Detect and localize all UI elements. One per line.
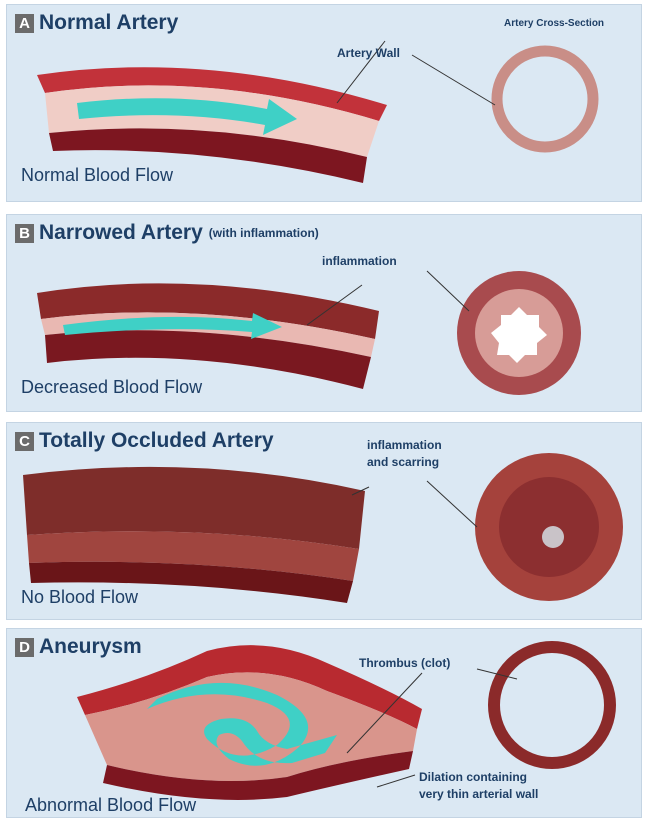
panel-aneurysm: D Aneurysm Thrombus (clot) Dilation cont… — [6, 628, 642, 818]
panel-title-text: Totally Occluded Artery — [39, 429, 274, 453]
flow-label: Normal Blood Flow — [21, 165, 173, 186]
dilation-label: Dilation containing very thin arterial w… — [419, 769, 538, 803]
cross-section-ring — [497, 51, 593, 147]
panel-narrowed-artery: B Narrowed Artery (with inflammation) in… — [6, 214, 642, 412]
thrombus-label: Thrombus (clot) — [359, 655, 450, 672]
label-line-1: Dilation containing — [419, 769, 538, 786]
label-line-2: very thin arterial wall — [419, 786, 538, 803]
panel-title: B Narrowed Artery (with inflammation) — [15, 221, 319, 245]
inflammation-scarring-label: inflammation and scarring — [367, 437, 442, 471]
panel-occluded-artery: C Totally Occluded Artery inflammation a… — [6, 422, 642, 620]
panel-subtitle: (with inflammation) — [209, 226, 319, 240]
artery-wall-label: Artery Wall — [337, 45, 400, 62]
panel-letter: C — [15, 432, 34, 451]
panel-title-text: Normal Artery — [39, 11, 178, 35]
inflammation-label: inflammation — [322, 253, 397, 270]
cross-section-label: Artery Cross-Section — [504, 15, 604, 32]
pointer-line — [427, 481, 477, 527]
panel-normal-artery: A Normal Artery Artery Wall Artery Cross… — [6, 4, 642, 202]
pointer-line — [377, 775, 415, 787]
pointer-line — [412, 55, 495, 105]
panel-title: A Normal Artery — [15, 11, 178, 35]
panel-letter: B — [15, 224, 34, 243]
panel-title: D Aneurysm — [15, 635, 142, 659]
cross-section-ring — [494, 647, 610, 763]
flow-label: No Blood Flow — [21, 587, 138, 608]
panel-letter: D — [15, 638, 34, 657]
label-line-1: inflammation — [367, 437, 442, 454]
flow-label: Abnormal Blood Flow — [25, 795, 196, 816]
pointer-line — [427, 271, 469, 311]
panel-title: C Totally Occluded Artery — [15, 429, 274, 453]
panel-title-text: Aneurysm — [39, 635, 142, 659]
occluded-lumen — [542, 526, 564, 548]
panel-title-text: Narrowed Artery — [39, 221, 203, 245]
label-line-2: and scarring — [367, 454, 442, 471]
panel-letter: A — [15, 14, 34, 33]
flow-label: Decreased Blood Flow — [21, 377, 202, 398]
